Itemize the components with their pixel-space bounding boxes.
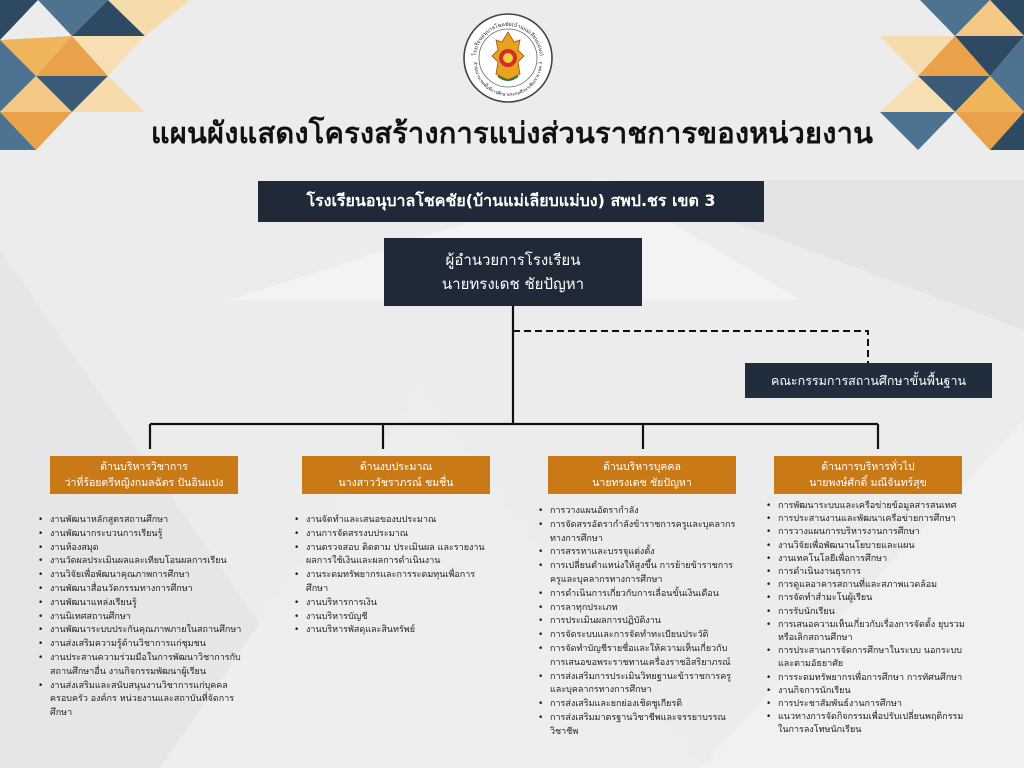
task-item: งานตรวจสอบ ติดตาม ประเมินผล และรายงานผลก… — [292, 542, 492, 570]
director-box: ผู้อำนวยการโรงเรียน นายทรงเดช ชัยปัญหา — [384, 238, 642, 306]
task-item: งานจัดทำและเสนอของบประมาณ — [292, 514, 492, 528]
department-budget-box: ด้านงบประมาณ นางสาววัชราภรณ์ ชมชื่น — [302, 456, 490, 494]
task-item: งานบริหารบัญชี — [292, 611, 492, 625]
department-academic-box: ด้านบริหารวิชาการ ว่าที่ร้อยตรีหญิงกมลฉั… — [50, 456, 238, 494]
task-item: การดำเนินงานธุรการ — [764, 566, 968, 579]
page-title: แผนผังแสดงโครงสร้างการแบ่งส่วนราชการของห… — [150, 116, 874, 150]
department-title: ด้านการบริหารทั่วไป — [821, 461, 915, 473]
task-item: งานส่งเสริมความรู้ด้านวิชาการแก่ชุมชน — [36, 638, 244, 652]
task-item: การวางแผนการบริหารงานการศึกษา — [764, 526, 968, 539]
director-position: ผู้อำนวยการโรงเรียน — [445, 251, 581, 269]
director-name: นายทรงเดช ชัยปัญหา — [441, 275, 585, 293]
department-general-admin-box: ด้านการบริหารทั่วไป นายพงษ์ศักดิ์ มณีจัน… — [774, 456, 962, 494]
department-title: ด้านบริหารบุคคล — [603, 461, 681, 473]
task-item: การประสานงานและพัฒนาเครือข่ายการศึกษา — [764, 513, 968, 526]
task-item: การดำเนินการเกี่ยวกับการเลื่อนขั้นเงินเด… — [536, 588, 738, 602]
task-item: การประสานการจัดการศึกษาในระบบ นอกระบบและ… — [764, 645, 968, 671]
task-item: งานพัฒนากระบวนการเรียนรู้ — [36, 528, 244, 542]
task-item: การเสนอความเห็นเกี่ยวกับเรื่องการจัดตั้ง… — [764, 619, 968, 645]
task-item: การพัฒนาระบบและเครือข่ายข้อมูลสารสนเทศ — [764, 500, 968, 513]
department-title: ด้านงบประมาณ — [359, 461, 433, 473]
department-head: ว่าที่ร้อยตรีหญิงกมลฉัตร ปันอินแปง — [64, 477, 224, 489]
task-item: การประชาสัมพันธ์งานการศึกษา — [764, 698, 968, 711]
task-item: งานส่งเสริมและสนับสนุนงานวิชาการแก่บุคคล… — [36, 680, 244, 721]
task-item: งานบริหารพัสดุและสินทรัพย์ — [292, 624, 492, 638]
department-budget-task-list: งานจัดทำและเสนอของบประมาณ งานการจัดสรรงบ… — [292, 514, 492, 638]
department-general-admin-task-list: การพัฒนาระบบและเครือข่ายข้อมูลสารสนเทศ ก… — [764, 500, 968, 738]
task-item: การประเมินผลการปฏิบัติงาน — [536, 615, 738, 629]
task-item: งานพัฒนาสื่อนวัตกรรมทางการศึกษา — [36, 583, 244, 597]
department-head: นายพงษ์ศักดิ์ มณีจันทร์สุข — [809, 477, 927, 489]
department-head: นายทรงเดช ชัยปัญหา — [592, 477, 692, 489]
task-item: งานระดมทรัพยากรและการระดมทุนเพื่อการศึกษ… — [292, 569, 492, 597]
task-item: การเปลี่ยนตำแหน่งให้สูงขึ้น การย้ายข้ารา… — [536, 560, 738, 588]
task-item: การรับนักเรียน — [764, 606, 968, 619]
task-item: การจัดสรรอัตรากำลังข้าราชการครูและบุคลาก… — [536, 519, 738, 547]
task-item: การลาทุกประเภท — [536, 602, 738, 616]
task-item: การสรรหาและบรรจุแต่งตั้ง — [536, 546, 738, 560]
task-item: การดูแลอาคารสถานที่และสภาพแวดล้อม — [764, 579, 968, 592]
task-item: งานนิเทศสถานศึกษา — [36, 611, 244, 625]
department-personnel-box: ด้านบริหารบุคคล นายทรงเดช ชัยปัญหา — [548, 456, 736, 494]
task-item: งานวิจัยเพื่อพัฒนานโยบายและแผน — [764, 540, 968, 553]
school-seal-logo: โรงเรียนอนุบาลโชคชัย(บ้านแม่เลียบแม่บง) … — [463, 13, 553, 103]
task-item: งานเทคโนโลยีเพื่อการศึกษา — [764, 553, 968, 566]
task-item: งานวิจัยเพื่อพัฒนาคุณภาพการศึกษา — [36, 569, 244, 583]
school-name-box: โรงเรียนอนุบาลโชคชัย(บ้านแม่เลียบแม่บง) … — [258, 181, 764, 222]
task-item: การส่งเสริมและยกย่องเชิดชูเกียรติ — [536, 698, 738, 712]
department-personnel-task-list: การวางแผนอัตรากำลัง การจัดสรรอัตรากำลังข… — [536, 505, 738, 740]
task-item: การส่งเสริมมาตรฐานวิชาชีพและจรรยาบรรณวิช… — [536, 712, 738, 740]
task-item: งานพัฒนาหลักสูตรสถานศึกษา — [36, 514, 244, 528]
task-item: งานการจัดสรรงบประมาณ — [292, 528, 492, 542]
task-item: การวางแผนอัตรากำลัง — [536, 505, 738, 519]
task-item: งานวัดผลประเมินผลและเทียบโอนผลการเรียน — [36, 555, 244, 569]
task-item: งานพัฒนาระบบประกันคุณภาพภายในสถานศึกษา — [36, 624, 244, 638]
task-item: การจัดระบบและการจัดทำทะเบียนประวัติ — [536, 629, 738, 643]
task-item: การจัดทำสำมะโนผู้เรียน — [764, 592, 968, 605]
department-title: ด้านบริหารวิชาการ — [100, 461, 188, 473]
task-item: งานบริหารการเงิน — [292, 597, 492, 611]
task-item: แนวทางการจัดกิจกรรมเพื่อปรับเปลี่ยนพฤติก… — [764, 711, 968, 737]
task-item: งานประสานความร่วมมือในการพัฒนาวิชาการกับ… — [36, 652, 244, 680]
task-item: การส่งเสริมการประเมินวิทยฐานะข้าราชการคร… — [536, 671, 738, 699]
task-item: การระดมทรัพยากรเพื่อการศึกษา การทัศนศึกษ… — [764, 672, 968, 685]
department-academic-task-list: งานพัฒนาหลักสูตรสถานศึกษา งานพัฒนากระบวน… — [36, 514, 244, 721]
task-item: งานพัฒนาแหล่งเรียนรู้ — [36, 597, 244, 611]
task-item: งานกิจการนักเรียน — [764, 685, 968, 698]
committee-box: คณะกรรมการสถานศึกษาขั้นพื้นฐาน — [745, 363, 992, 398]
task-item: การจัดทำบัญชีรายชื่อและให้ความเห็นเกี่ยว… — [536, 643, 738, 671]
department-head: นางสาววัชราภรณ์ ชมชื่น — [338, 477, 454, 489]
task-item: งานห้องสมุด — [36, 542, 244, 556]
